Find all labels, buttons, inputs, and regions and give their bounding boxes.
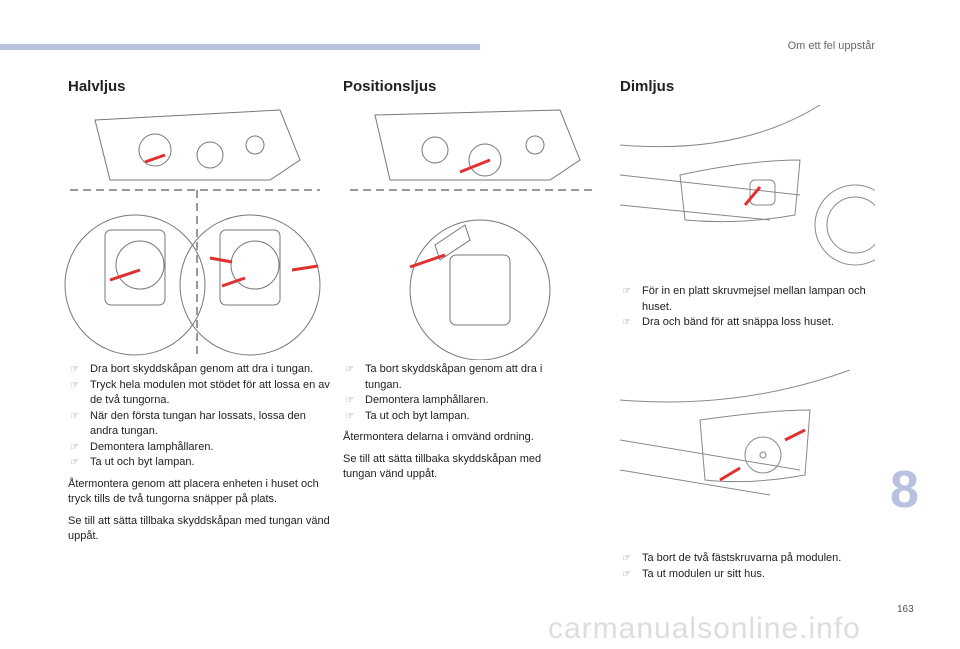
dimljus-text-2: Ta bort de två fästskruvarna på modulen.…	[620, 551, 875, 582]
dimljus-illustration-2	[620, 370, 851, 496]
chapter-number: 8	[890, 461, 919, 519]
watermark: carmanualsonline.info	[548, 612, 861, 645]
step: Ta ut och byt lampan.	[68, 455, 333, 471]
step: Demontera lamphållaren.	[68, 440, 333, 456]
step: Ta bort de två fästskruvarna på modulen.	[620, 551, 875, 567]
step: Demontera lamphållaren.	[343, 393, 573, 409]
note: Se till att sätta tillbaka skyddskåpan m…	[68, 514, 330, 543]
halvljus-illustration	[64, 109, 321, 356]
heading-dimljus: Dimljus	[620, 78, 675, 95]
note: Se till att sätta tillbaka skyddskåpan m…	[343, 452, 542, 481]
step: När den första tungan har lossats, lossa…	[68, 409, 333, 440]
note: Återmontera delarna i omvänd ordning.	[343, 431, 534, 443]
step: Ta ut modulen ur sitt hus.	[620, 567, 875, 583]
step: Tryck hela modulen mot stödet för att lo…	[68, 378, 333, 409]
halvljus-text: Dra bort skyddskåpan genom att dra i tun…	[68, 362, 333, 545]
page-number: 163	[897, 604, 914, 615]
heading-positionsljus: Positionsljus	[343, 78, 437, 95]
positionsljus-illustration	[350, 109, 595, 360]
step: För in en platt skruvmejsel mellan lampa…	[620, 284, 875, 315]
section-title: Om ett fel uppstår	[787, 40, 875, 52]
step: Ta bort skyddskåpan genom att dra i tung…	[343, 362, 573, 393]
step: Ta ut och byt lampan.	[343, 409, 573, 425]
dimljus-illustration-1	[620, 105, 875, 266]
heading-halvljus: Halvljus	[68, 78, 126, 95]
dimljus-text-1: För in en platt skruvmejsel mellan lampa…	[620, 284, 875, 331]
step: Dra och bänd för att snäppa loss huset.	[620, 315, 875, 331]
note: Återmontera genom att placera enheten i …	[68, 477, 319, 506]
header-accent-bar	[0, 44, 480, 50]
step: Dra bort skyddskåpan genom att dra i tun…	[68, 362, 333, 378]
positionsljus-text: Ta bort skyddskåpan genom att dra i tung…	[343, 362, 573, 483]
